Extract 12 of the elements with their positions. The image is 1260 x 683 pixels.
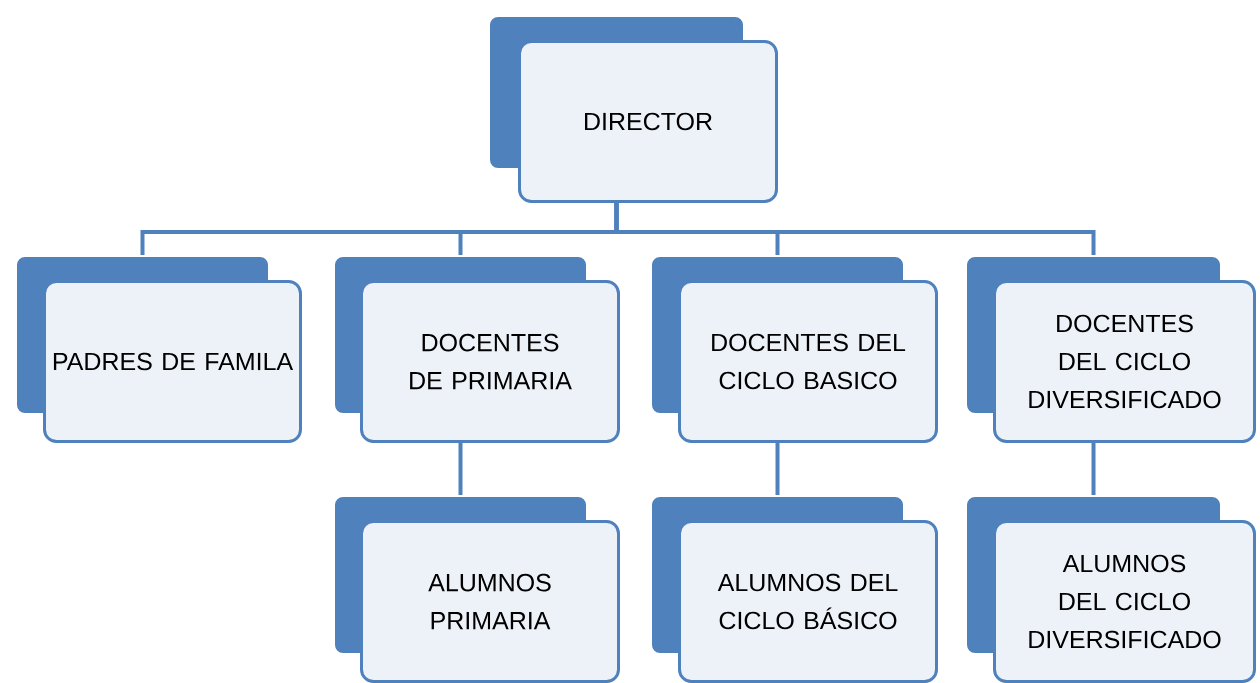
org-box: ALUMNOS PRIMARIA [331, 493, 620, 683]
connector-line [614, 203, 1096, 255]
org-box: DOCENTES DEL CICLO BASICO [648, 253, 938, 443]
org-box: PADRES DE FAMILA [13, 253, 302, 443]
org-box: DOCENTES DE PRIMARIA [331, 253, 620, 443]
org-box: ALUMNOS DEL CICLO DIVERSIFICADO [963, 493, 1256, 683]
connector-line [458, 443, 463, 495]
org-box: DIRECTOR [486, 13, 778, 203]
org-box: ALUMNOS DEL CICLO BÁSICO [648, 493, 938, 683]
connector-line [1091, 443, 1096, 495]
connector-line [775, 443, 780, 495]
org-box: DOCENTES DEL CICLO DIVERSIFICADO [963, 253, 1256, 443]
